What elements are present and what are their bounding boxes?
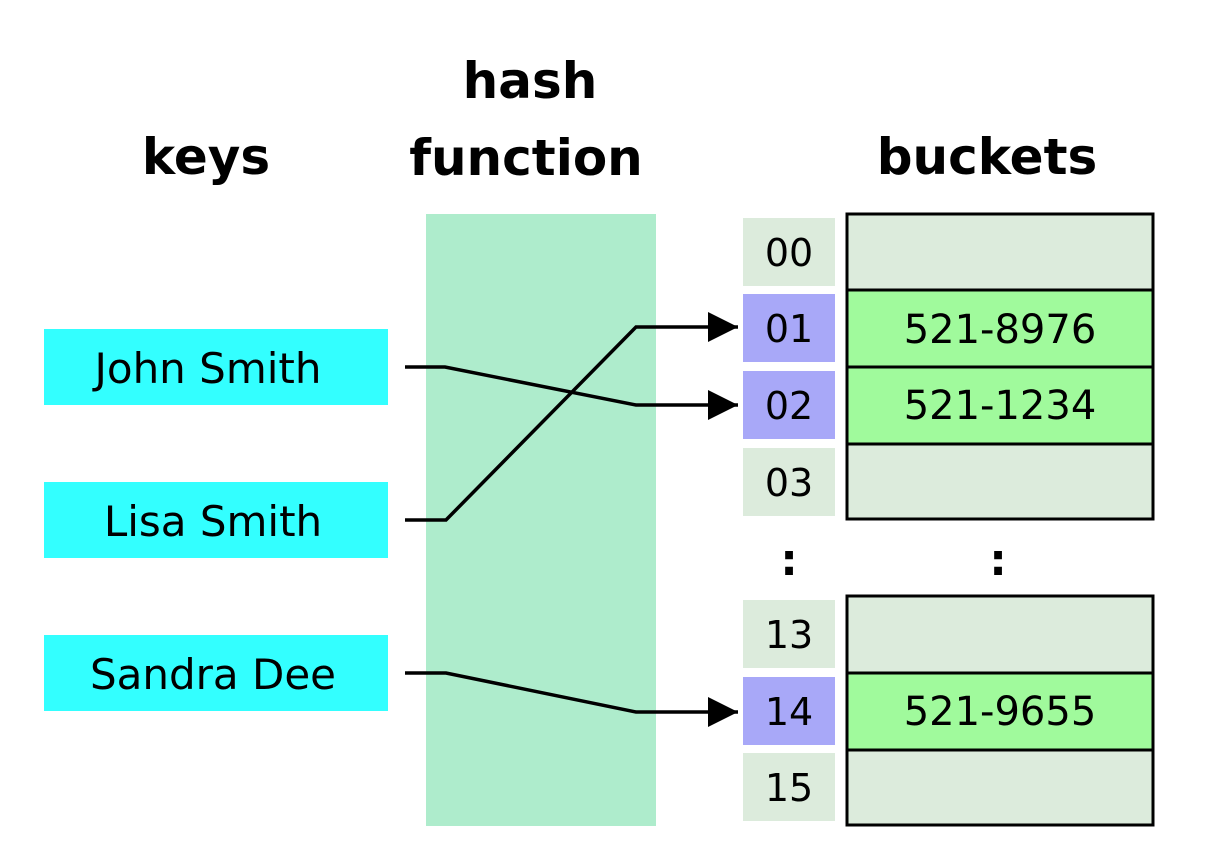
arrow-lisa-smith-to-01 (405, 312, 738, 522)
bucket-cell-00 (845, 212, 1155, 292)
bucket-cell-01 (845, 288, 1155, 369)
bucket-value-01: 521-8976 (904, 307, 1097, 353)
bucket-index-box-15 (743, 753, 835, 821)
bucket-value-14: 521-9655 (904, 689, 1097, 735)
hash-function-band (426, 214, 656, 826)
bucket-index-02: 02 (765, 384, 813, 428)
keys-heading: keys (142, 128, 270, 186)
bucket-index-01: 01 (765, 307, 813, 351)
bucket-index-03: 03 (765, 461, 813, 505)
arrow-john-smith-to-02 (405, 365, 738, 420)
bucket-index-box-02 (743, 371, 835, 439)
hash-function-heading-line1: hash (463, 52, 598, 110)
bucket-index-box-14 (743, 677, 835, 745)
bucket-cell-02 (845, 365, 1155, 446)
bucket-cell-03 (845, 442, 1155, 521)
bucket-index-box-13 (743, 600, 835, 668)
key-label-john-smith: John Smith (91, 344, 321, 393)
hash-function-heading-line2: function (409, 129, 643, 187)
key-box-lisa-smith (44, 482, 388, 558)
bucket-ellipsis: : (989, 535, 1007, 586)
key-box-sandra-dee (44, 635, 388, 711)
key-box-john-smith (44, 329, 388, 405)
key-label-sandra-dee: Sandra Dee (90, 650, 336, 699)
bucket-index-box-03 (743, 448, 835, 516)
key-label-lisa-smith: Lisa Smith (104, 497, 322, 546)
bucket-cell-14 (845, 671, 1155, 752)
bucket-index-box-00 (743, 218, 835, 286)
bucket-value-02: 521-1234 (904, 383, 1097, 429)
bucket-cell-13 (845, 594, 1155, 675)
buckets-heading: buckets (877, 128, 1098, 186)
index-ellipsis: : (780, 535, 798, 586)
bucket-index-00: 00 (765, 231, 813, 275)
arrow-sandra-dee-to-14 (405, 671, 738, 727)
bucket-cell-15 (845, 748, 1155, 827)
bucket-index-14: 14 (765, 690, 813, 734)
bucket-index-13: 13 (765, 613, 813, 657)
bucket-index-box-01 (743, 294, 835, 362)
bucket-index-15: 15 (765, 766, 813, 810)
